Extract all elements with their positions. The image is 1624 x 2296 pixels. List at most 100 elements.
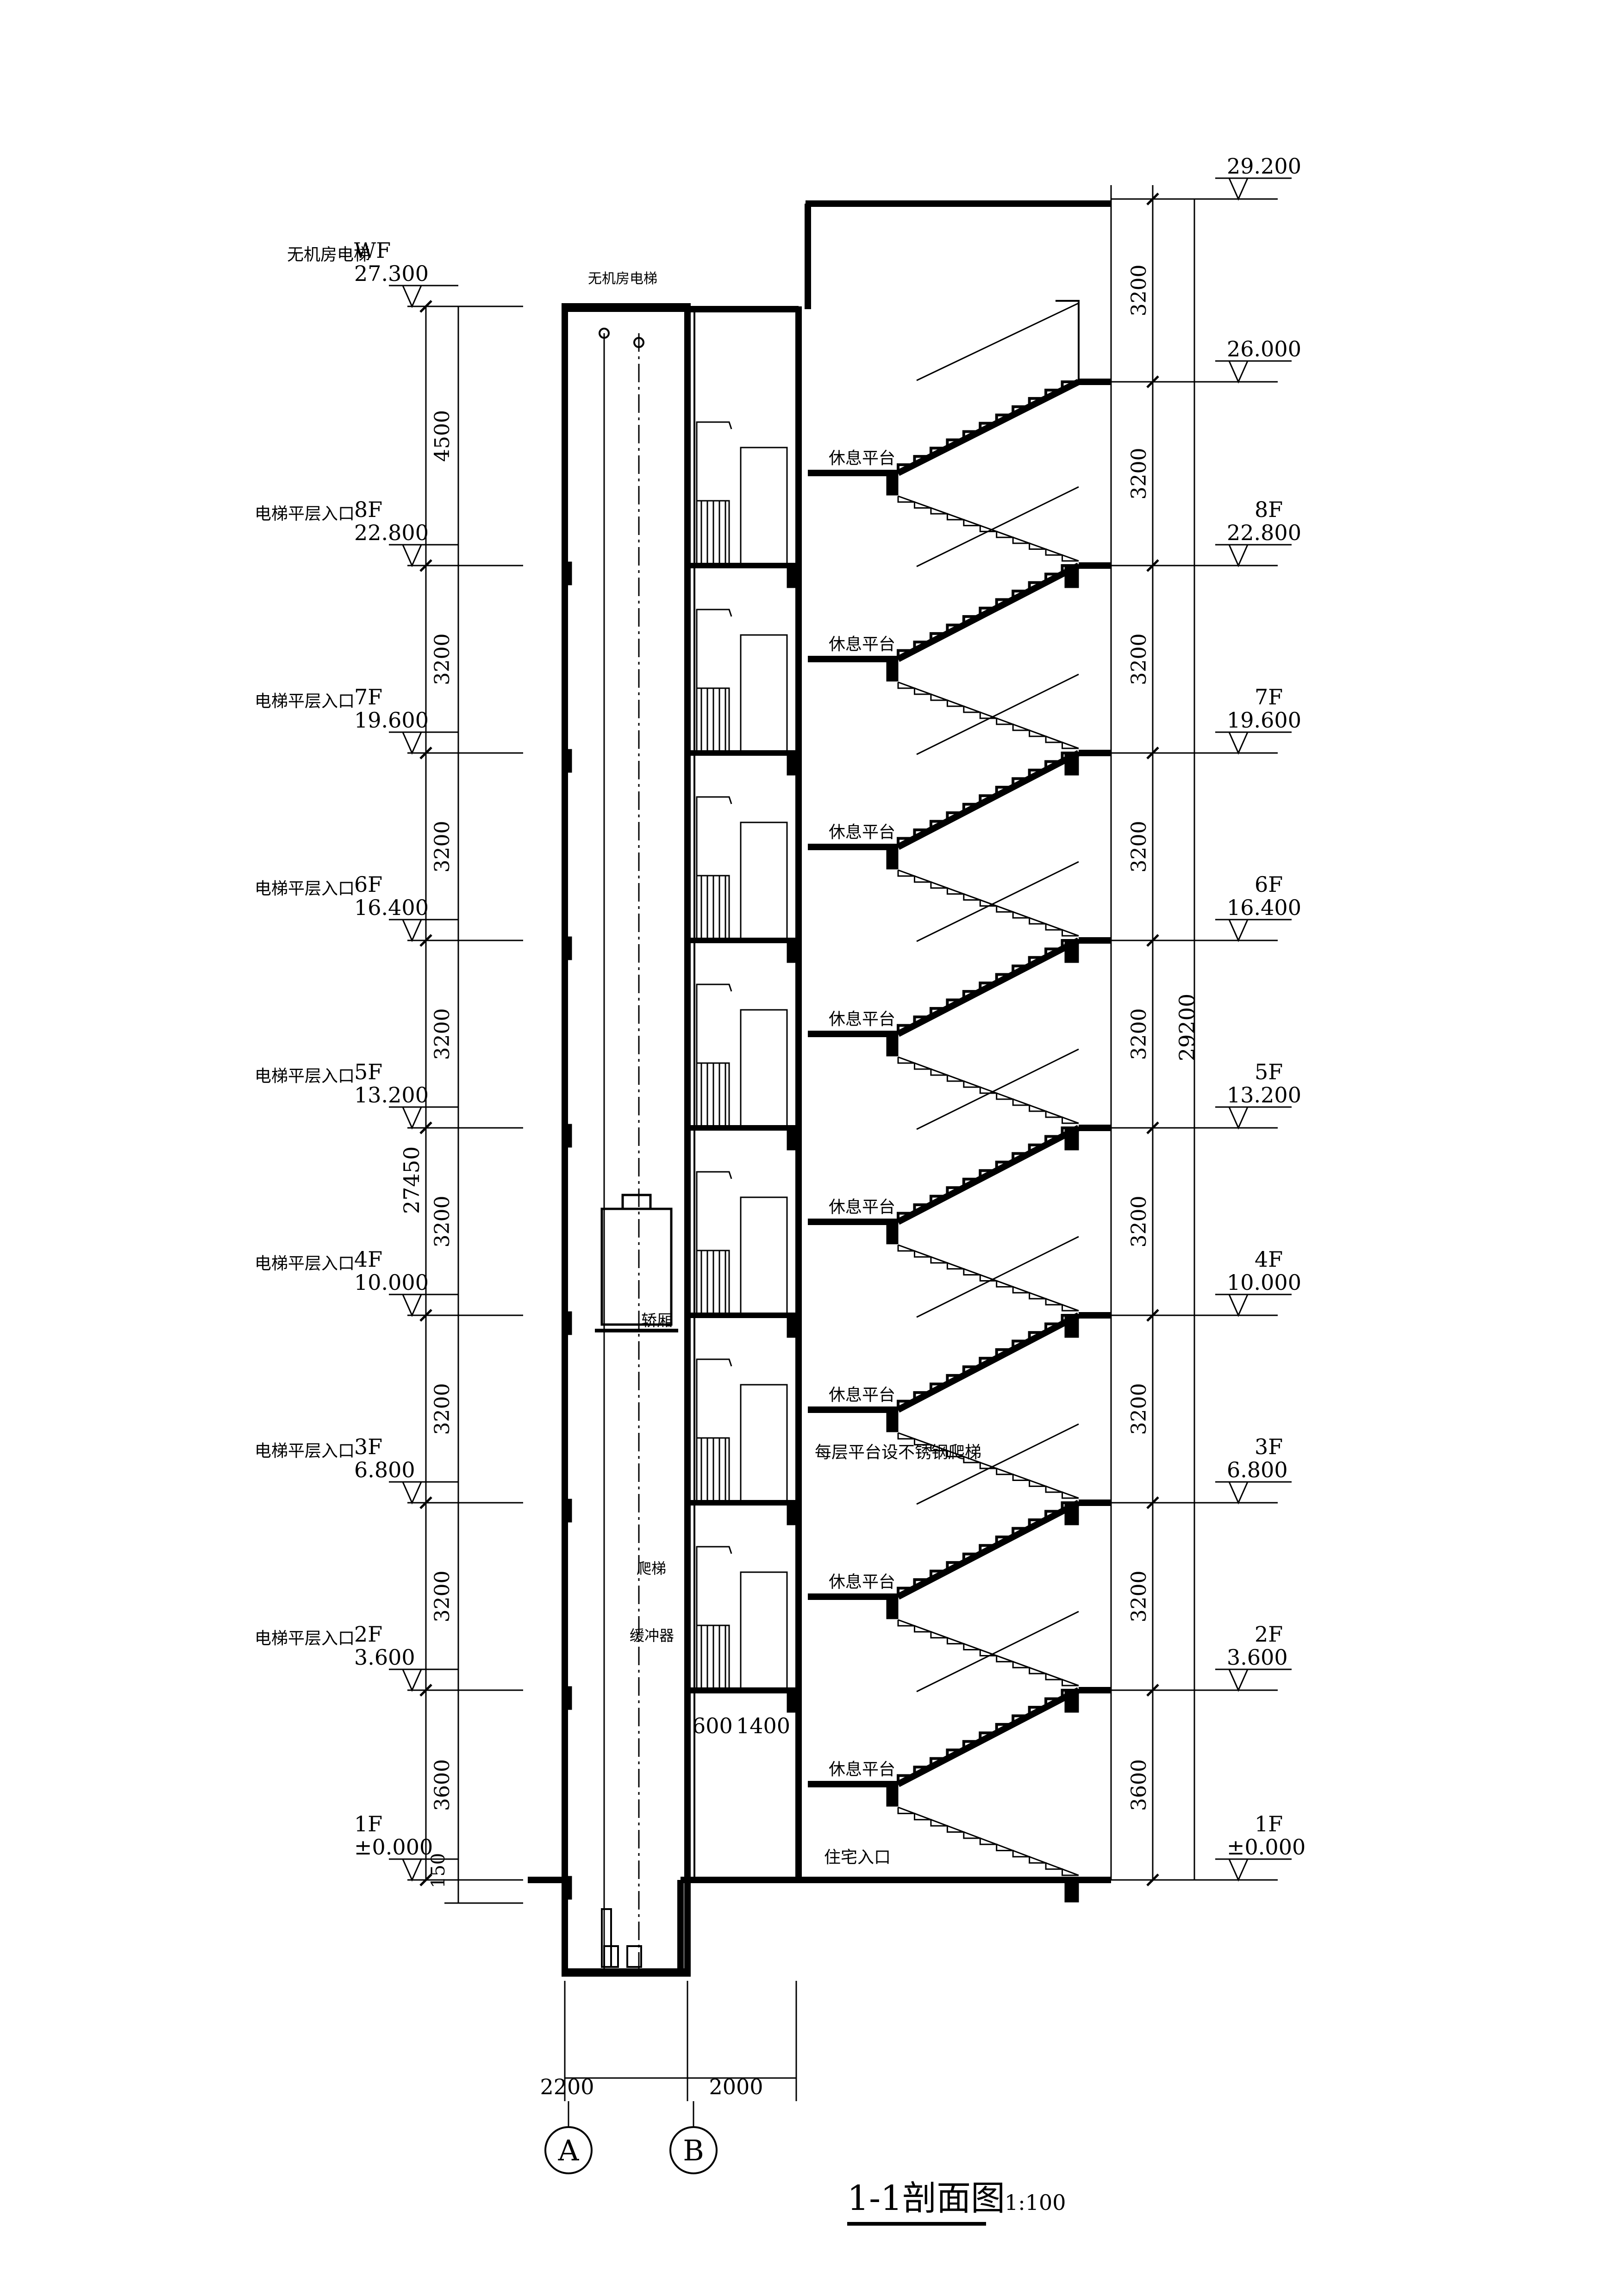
elevator-car xyxy=(600,1207,673,1326)
level-note-left: 电梯平层入口 xyxy=(255,879,355,898)
dim-label-right: 3200 xyxy=(1127,1008,1151,1060)
dim-tick xyxy=(419,934,432,947)
landing-beam xyxy=(886,472,899,496)
window-frame xyxy=(696,1546,732,1625)
dim-width-b: 2000 xyxy=(709,2074,763,2099)
level-elevation-right: 19.600 xyxy=(1227,708,1301,733)
handrail xyxy=(916,1611,1079,1692)
dim-label-left: 3200 xyxy=(431,1196,454,1248)
dim-tick xyxy=(419,747,432,759)
level-floor-left: 1F xyxy=(354,1811,382,1836)
dim-label-left: 4500 xyxy=(431,410,454,462)
buffer xyxy=(626,1945,642,1968)
dim-tick xyxy=(419,1309,432,1322)
pulley xyxy=(633,337,644,348)
ladder-note: 每层平台设不锈钢爬梯 xyxy=(815,1443,981,1462)
stair-flight-cut xyxy=(896,562,1081,662)
landing-beam xyxy=(886,846,899,870)
level-floor-right: 7F xyxy=(1255,684,1283,709)
level-note-left: 无机房电梯 xyxy=(287,245,370,264)
stair-flight-projected-steps xyxy=(897,1620,1079,1686)
buffer-label: 缓冲器 xyxy=(630,1627,674,1644)
rest-landing-label: 休息平台 xyxy=(829,635,895,654)
level-elevation-right: 10.000 xyxy=(1227,1270,1301,1295)
landing-beam xyxy=(886,1783,899,1807)
level-elevation-right: 16.400 xyxy=(1227,895,1301,920)
landing-beam xyxy=(886,1220,899,1244)
landing-beam xyxy=(886,1033,899,1057)
window-frame xyxy=(696,609,732,688)
stair-flight-projected xyxy=(898,1806,1079,1876)
level-elevation-right: 26.000 xyxy=(1227,336,1301,361)
level-floor-left: 4F xyxy=(354,1247,382,1272)
rest-landing-label: 休息平台 xyxy=(829,823,895,842)
level-marker xyxy=(1228,1294,1249,1317)
window-frame xyxy=(696,983,732,1063)
dim-tick xyxy=(419,1496,432,1509)
stair-flight-projected xyxy=(898,1619,1079,1686)
axis-bubble-a xyxy=(544,2126,593,2174)
level-elevation-left: 27.300 xyxy=(354,261,429,286)
level-marker xyxy=(1228,731,1249,755)
dim-label-right: 3200 xyxy=(1127,1571,1151,1623)
stair-flight-projected-steps xyxy=(897,1807,1079,1876)
dim-label-right: 3200 xyxy=(1127,1383,1151,1435)
staircase xyxy=(808,300,1111,1903)
dim-tick xyxy=(419,1121,432,1134)
dim-tick xyxy=(1146,375,1159,388)
level-note-left: 电梯平层入口 xyxy=(255,504,355,523)
level-floor-right: 5F xyxy=(1255,1059,1283,1084)
ladder-label: 爬梯 xyxy=(637,1560,666,1577)
axis-bubble-b xyxy=(669,2126,718,2174)
shaft-wall-tick xyxy=(562,1499,572,1523)
stair-flight-projected-steps xyxy=(897,682,1079,749)
dimension-lines xyxy=(389,177,1292,2127)
level-floor-left: 3F xyxy=(354,1434,382,1459)
axis-label-a: A xyxy=(558,2134,580,2167)
dim-600: 600 xyxy=(692,1713,733,1738)
dim-label-left: 3200 xyxy=(431,634,454,685)
level-elevation-left: 3.600 xyxy=(354,1645,415,1670)
dim-label-right: 3200 xyxy=(1127,821,1151,873)
level-marker xyxy=(402,1294,423,1317)
stair-flight-projected xyxy=(898,869,1079,937)
dim-tick xyxy=(419,1873,432,1886)
dim-tick xyxy=(419,559,432,572)
level-elevation-left: 19.600 xyxy=(354,708,429,733)
level-elevation-right: 22.800 xyxy=(1227,520,1301,545)
apartment-door xyxy=(740,1384,788,1504)
pulley xyxy=(599,328,610,339)
drawing-title: 1-1剖面图 xyxy=(847,2178,1005,2218)
handrail xyxy=(916,861,1079,942)
level-elevation-left: 10.000 xyxy=(354,1270,429,1295)
beam xyxy=(787,564,798,588)
apartment-door xyxy=(740,1571,788,1691)
apartment-door xyxy=(740,1009,788,1129)
level-marker xyxy=(1228,1668,1249,1692)
level-marker xyxy=(402,544,423,567)
annotation-labels: 休息平台休息平台休息平台休息平台休息平台休息平台休息平台休息平台45003200… xyxy=(255,154,1305,1860)
level-marker xyxy=(402,1106,423,1130)
stair-flight-projected-steps xyxy=(897,1245,1079,1312)
handrail xyxy=(916,302,1079,381)
handrail xyxy=(916,1236,1079,1318)
level-floor-right: 3F xyxy=(1255,1434,1283,1459)
rest-landing-label: 休息平台 xyxy=(829,1573,895,1592)
level-marker xyxy=(402,919,423,942)
level-floor-right: 4F xyxy=(1255,1247,1283,1272)
stair-flight-projected xyxy=(898,1432,1079,1499)
dim-label-right: 3600 xyxy=(1127,1759,1151,1811)
window-frame xyxy=(696,796,732,876)
stair-flight-cut-steps xyxy=(897,1314,1079,1410)
level-note-left: 电梯平层入口 xyxy=(255,1067,355,1086)
level-marker xyxy=(402,285,423,308)
beam xyxy=(787,1501,798,1525)
stair-flight-cut-steps xyxy=(897,1126,1079,1222)
level-marker xyxy=(1228,177,1249,201)
dim-label-right: 3200 xyxy=(1127,265,1151,317)
rest-landing-label: 休息平台 xyxy=(829,1760,895,1779)
stair-flight-projected xyxy=(898,1244,1079,1312)
stair-flight-projected-steps xyxy=(897,1433,1079,1499)
level-floor-left: WF xyxy=(354,238,391,263)
level-elevation-right: 6.800 xyxy=(1227,1457,1288,1482)
